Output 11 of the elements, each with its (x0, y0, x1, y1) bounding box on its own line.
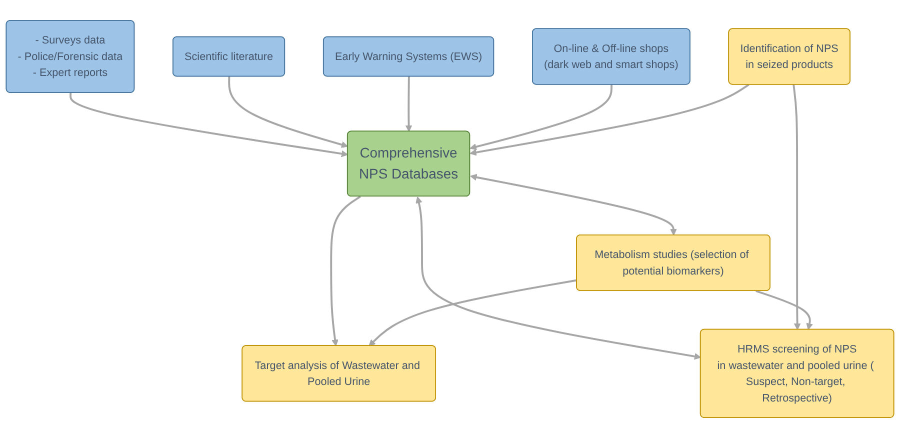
arrow (405, 76, 412, 132)
arrow (228, 76, 348, 148)
arrow (368, 279, 578, 346)
arrow (470, 174, 677, 236)
arrow (756, 290, 813, 330)
arrow (792, 84, 801, 330)
arrow (470, 84, 613, 150)
arrow (330, 196, 361, 346)
arrow (470, 84, 750, 156)
arrow (416, 196, 702, 360)
arrow (70, 92, 348, 158)
